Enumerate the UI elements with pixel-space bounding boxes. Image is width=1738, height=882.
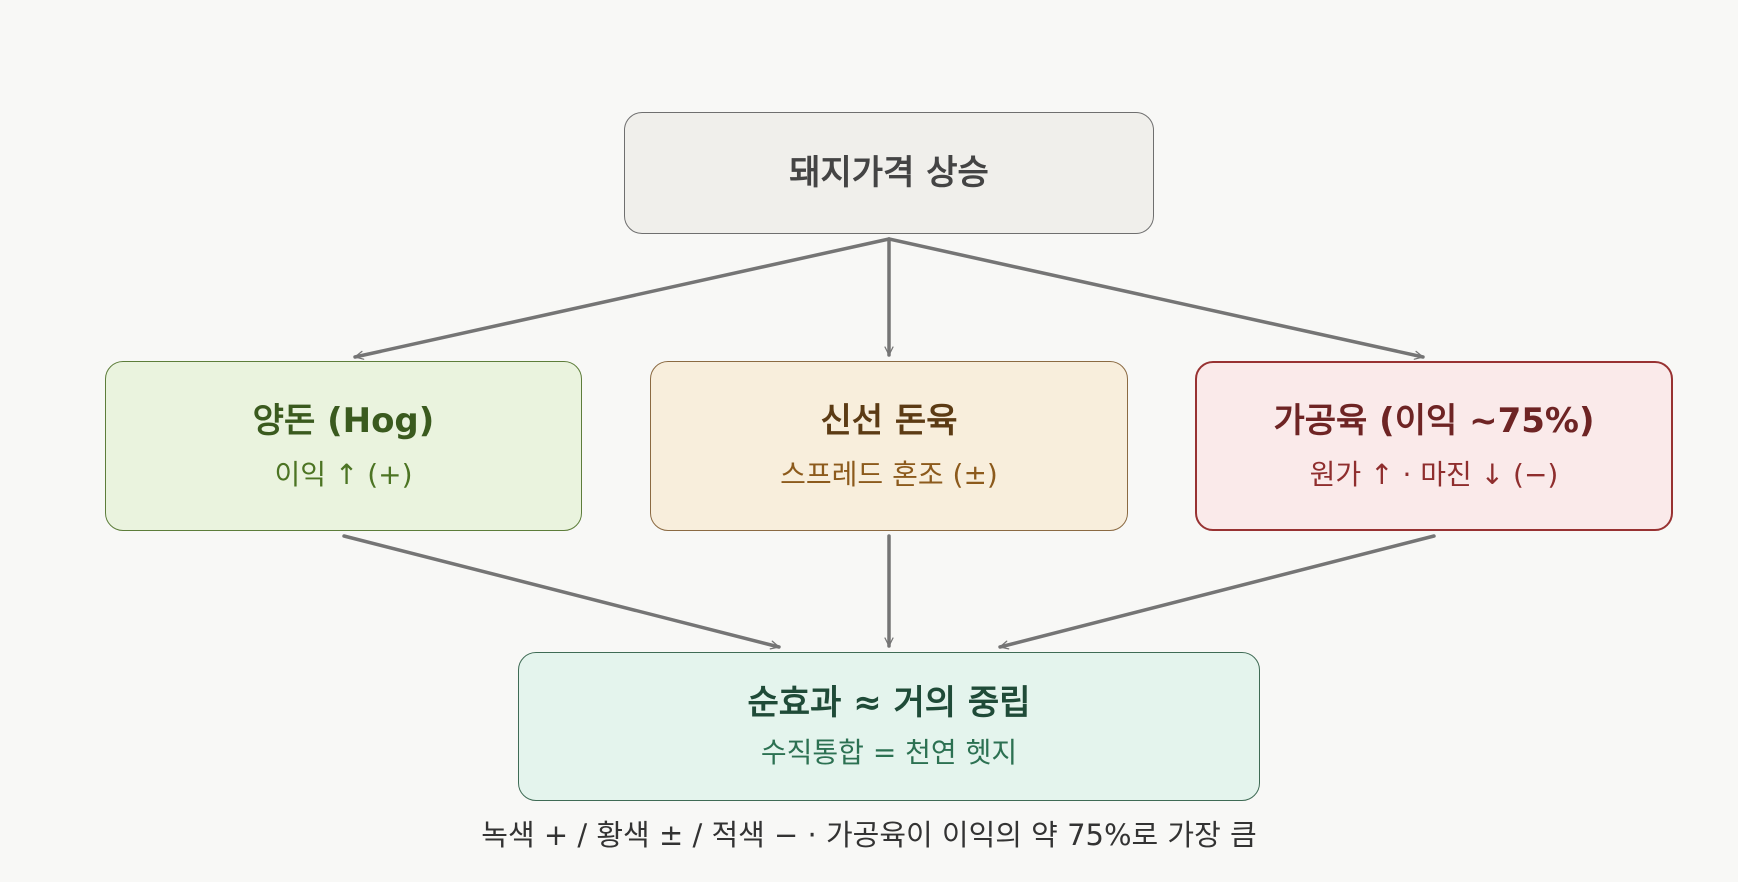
node-subtitle: 스프레드 혼조 (±) <box>780 457 998 491</box>
node-pork-price-rise: 돼지가격 상승 <box>624 112 1154 234</box>
node-subtitle: 원가 ↑ · 마진 ↓ (−) <box>1309 457 1559 491</box>
node-subtitle: 이익 ↑ (+) <box>274 457 413 491</box>
arrow-top-to-hog <box>353 237 891 360</box>
node-hog-production: 양돈 (Hog) 이익 ↑ (+) <box>105 361 582 531</box>
legend-footnote: 녹색 + / 황색 ± / 적색 − · 가공육이 이익의 약 75%로 가장 … <box>481 818 1257 852</box>
node-title: 순효과 ≈ 거의 중립 <box>747 683 1031 724</box>
arrow-top-to-processed <box>887 237 1425 360</box>
node-net-effect: 순효과 ≈ 거의 중립 수직통합 = 천연 헷지 <box>518 652 1260 801</box>
node-title: 돼지가격 상승 <box>789 152 989 193</box>
node-fresh-pork: 신선 돈육 스프레드 혼조 (±) <box>650 361 1128 531</box>
node-title: 신선 돈육 <box>820 400 958 441</box>
node-title: 가공육 (이익 ~75%) <box>1273 400 1595 441</box>
node-processed-meat: 가공육 (이익 ~75%) 원가 ↑ · 마진 ↓ (−) <box>1195 361 1673 531</box>
arrow-processed-to-net <box>998 534 1436 650</box>
arrow-hog-to-net <box>342 534 781 650</box>
node-subtitle: 수직통합 = 천연 헷지 <box>760 736 1018 770</box>
node-title: 양돈 (Hog) <box>252 400 435 441</box>
